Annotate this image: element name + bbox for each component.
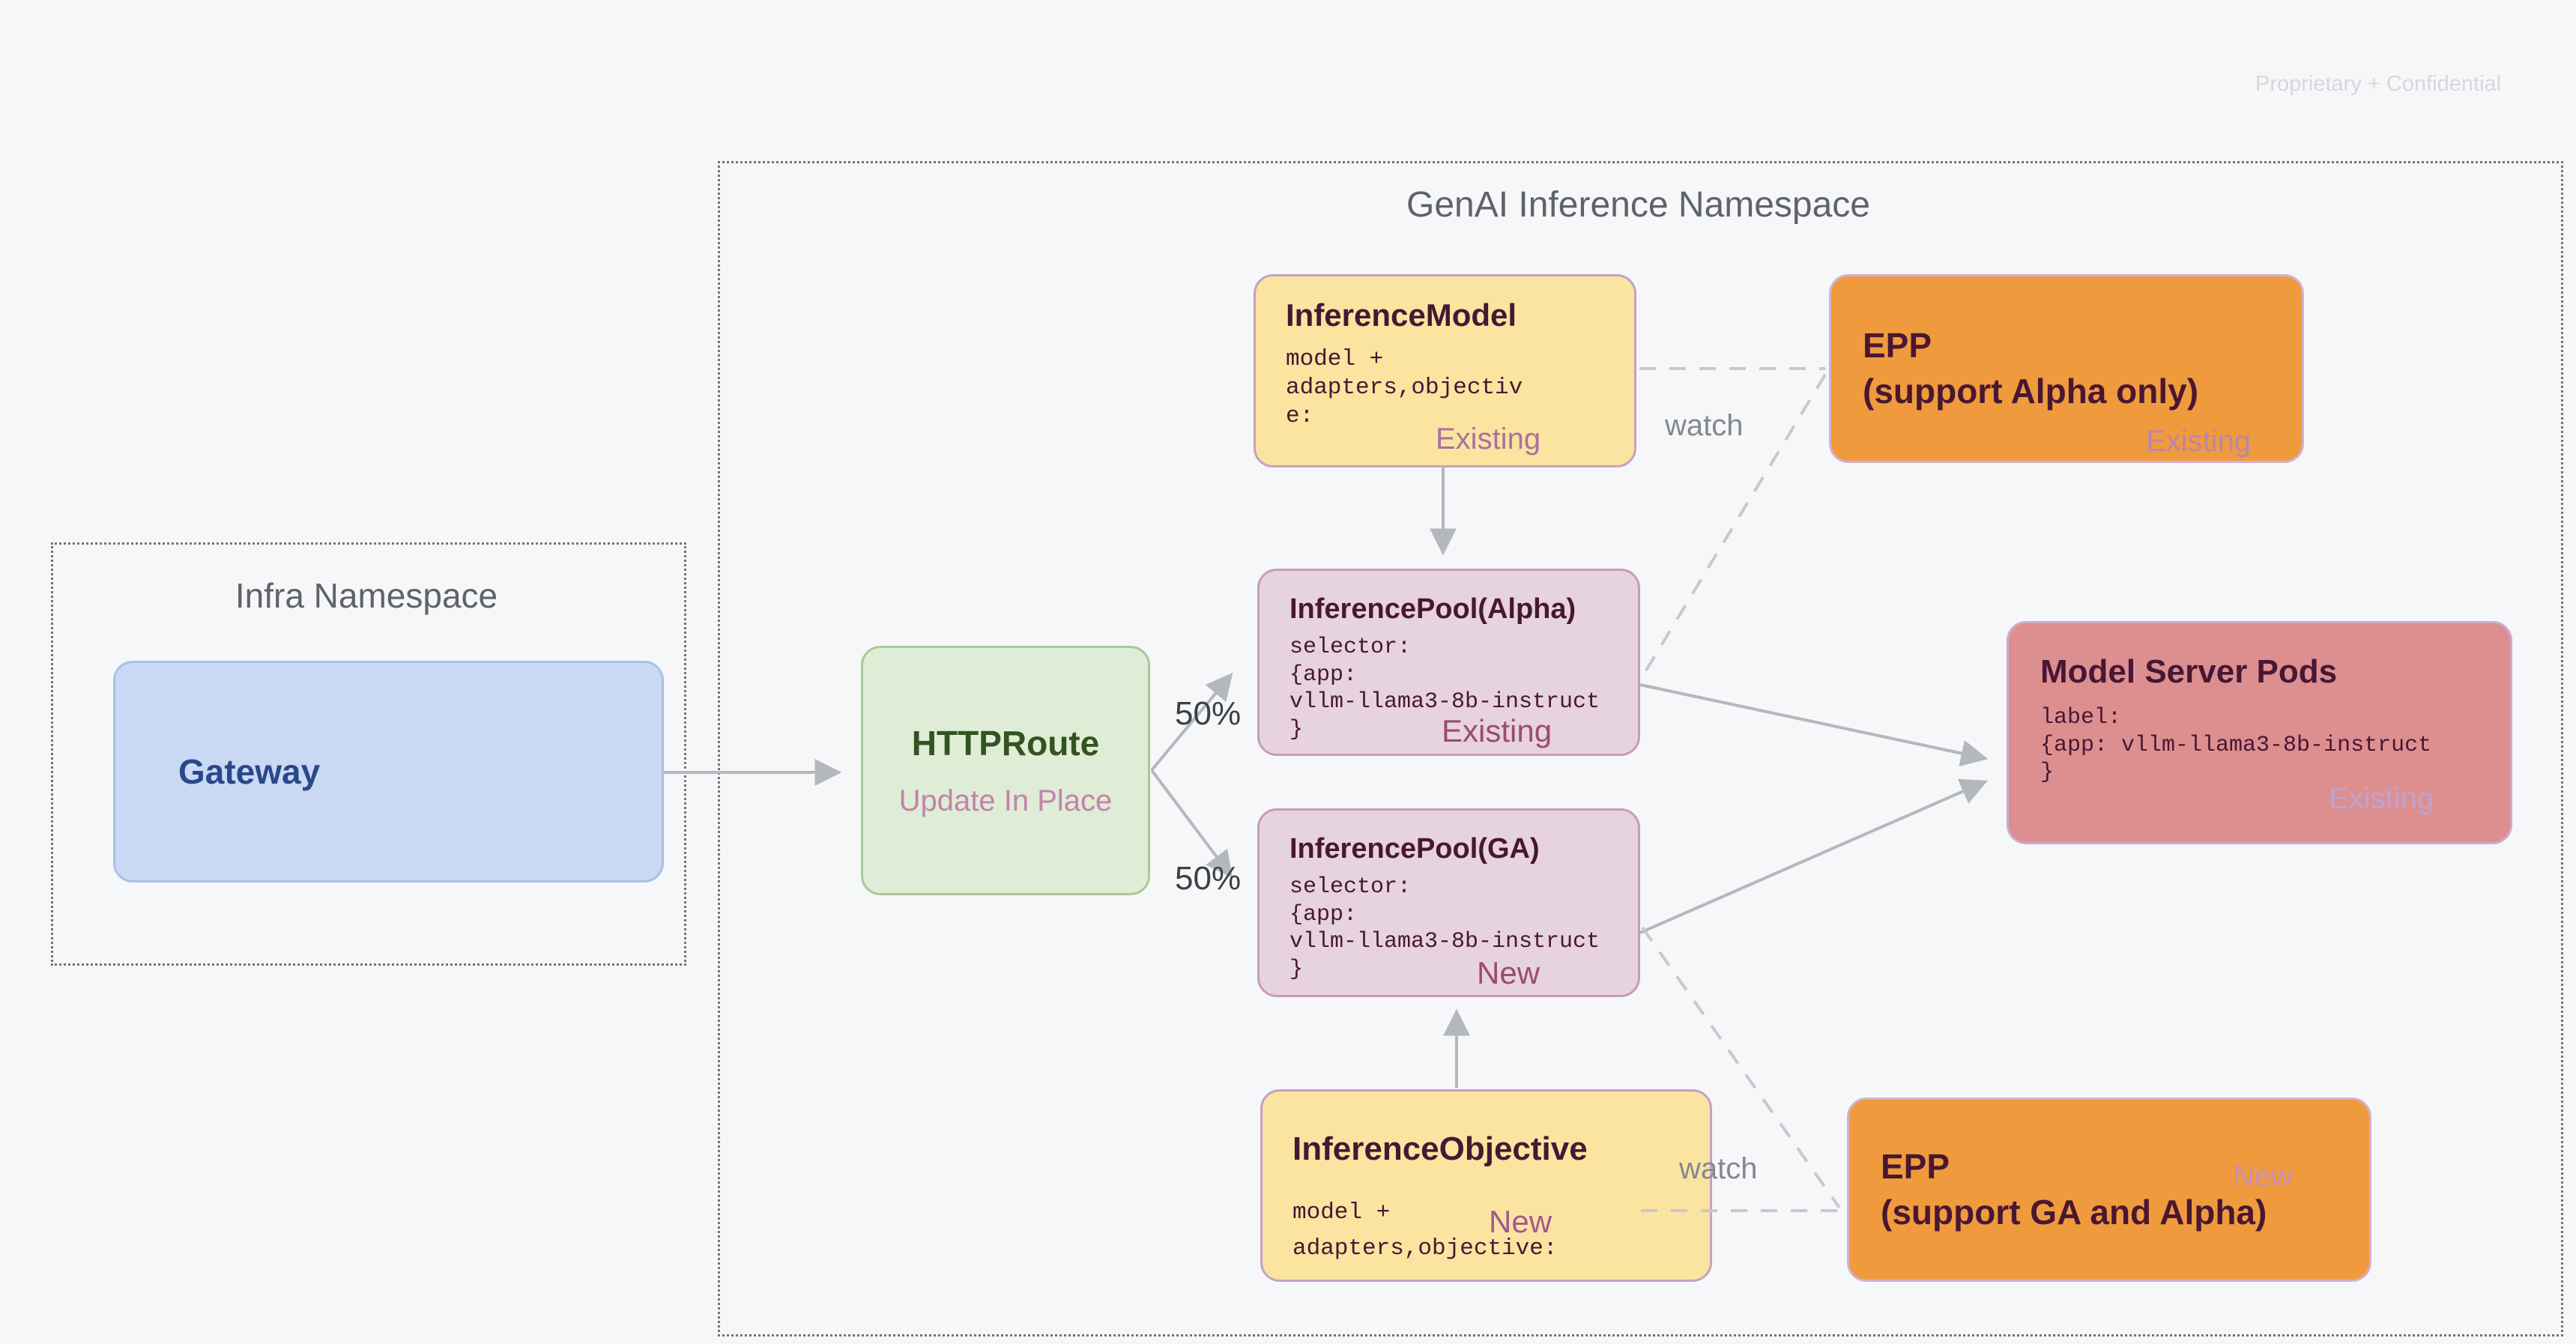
inference-pool-ga-code: selector: {app: vllm-llama3-8b-instruct …: [1289, 874, 1600, 982]
epp-alpha-node: EPP (support Alpha only) Existing: [1829, 274, 2304, 463]
inference-objective-title: InferenceObjective: [1292, 1130, 1588, 1167]
inference-objective-code: model + adapters,objective:: [1292, 1199, 1558, 1262]
watermark: Proprietary + Confidential: [2255, 72, 2502, 96]
inference-model-node: InferenceModel model + adapters,objectiv…: [1254, 274, 1636, 467]
epp-ga-node: EPP (support GA and Alpha) New: [1847, 1098, 2371, 1282]
inference-objective-badge: New: [1489, 1204, 1552, 1239]
epp-alpha-badge: Existing: [2146, 425, 2252, 458]
model-server-pods-code: label: {app: vllm-llama3-8b-instruct }: [2040, 705, 2432, 786]
inference-pool-alpha-badge: Existing: [1442, 713, 1552, 748]
infra-namespace-title: Infra Namespace: [235, 576, 498, 615]
inference-pool-alpha-title: InferencePool(Alpha): [1289, 593, 1576, 625]
inference-pool-alpha-node: InferencePool(Alpha) selector: {app: vll…: [1257, 569, 1640, 756]
inference-objective-node: InferenceObjective model + adapters,obje…: [1260, 1089, 1712, 1282]
httproute-title: HTTPRoute: [911, 724, 1100, 763]
model-server-pods-badge: Existing: [2329, 782, 2434, 815]
httproute-status: Update In Place: [898, 784, 1113, 817]
genai-namespace-container: [718, 161, 2563, 1337]
infra-namespace-container: [51, 542, 686, 966]
split-top-label: 50%: [1175, 695, 1242, 732]
inference-model-badge: Existing: [1436, 423, 1541, 455]
inference-model-title: InferenceModel: [1286, 297, 1517, 333]
inference-pool-ga-title: InferencePool(GA): [1289, 833, 1540, 865]
epp-ga-badge: New: [2233, 1160, 2294, 1193]
watch-bottom-label: watch: [1679, 1152, 1758, 1185]
inference-pool-ga-badge: New: [1477, 955, 1541, 990]
model-server-pods-node: Model Server Pods label: {app: vllm-llam…: [2007, 621, 2512, 844]
gateway-title: Gateway: [178, 752, 321, 791]
split-bottom-label: 50%: [1175, 860, 1242, 897]
epp-ga-title: EPP (support GA and Alpha): [1881, 1147, 2267, 1232]
inference-pool-ga-node: InferencePool(GA) selector: {app: vllm-l…: [1257, 808, 1640, 997]
httproute-node: HTTPRoute Update In Place: [861, 646, 1150, 895]
inference-pool-alpha-code: selector: {app: vllm-llama3-8b-instruct …: [1289, 635, 1600, 742]
model-server-pods-title: Model Server Pods: [2040, 653, 2338, 690]
gateway-node: Gateway: [113, 661, 664, 883]
inference-model-code: model + adapters,objectiv e:: [1286, 346, 1523, 429]
epp-alpha-title: EPP (support Alpha only): [1863, 326, 2199, 411]
genai-namespace-title: GenAI Inference Namespace: [1406, 185, 1870, 225]
watch-top-label: watch: [1665, 409, 1744, 442]
